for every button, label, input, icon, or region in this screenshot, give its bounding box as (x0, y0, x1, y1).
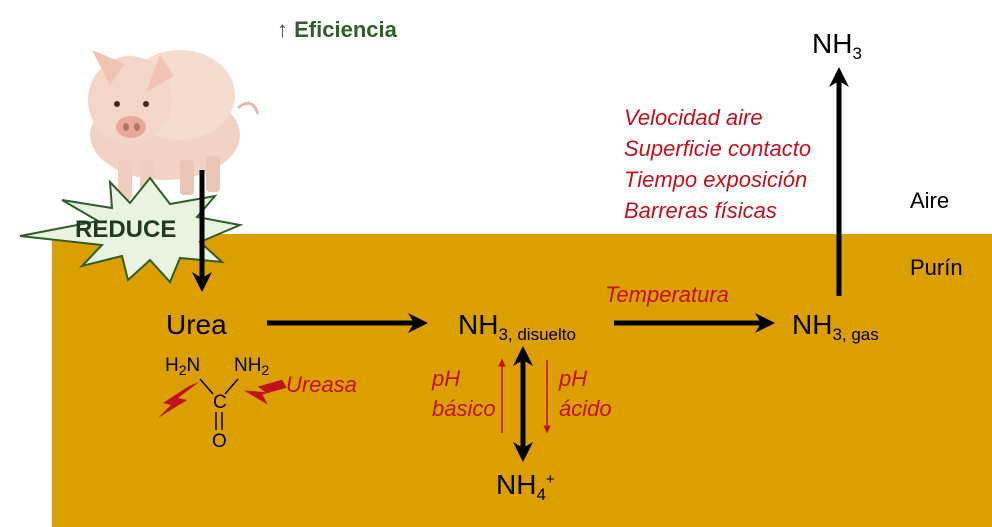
ph-basic-line1: pH (432, 366, 461, 391)
ph-basic-line2: básico (432, 396, 496, 421)
slurry-zone-label: Purín (910, 255, 963, 280)
factor-item: Velocidad aire (624, 105, 763, 130)
factor-item: Barreras físicas (624, 198, 777, 223)
urea-h2n: H2N (165, 355, 201, 378)
efficiency-label: ↑ Eficiencia (277, 19, 397, 41)
factor-item: Superficie contacto (624, 136, 812, 161)
urease-label: Ureasa (286, 372, 357, 397)
ph-acid-line2: ácido (559, 396, 612, 421)
bond-right (224, 378, 239, 395)
urea-nh2: NH2 (234, 355, 270, 378)
efficiency-text: Eficiencia (294, 17, 397, 42)
urea-carbon: C (213, 392, 227, 413)
urea-oxygen: O (212, 431, 227, 452)
temperature-label: Temperatura (605, 282, 729, 307)
ph-acid-line1: pH (559, 366, 588, 391)
lightning-icon (158, 382, 199, 418)
nh3-air-label: NH3 (812, 28, 862, 63)
lightning-icon (243, 379, 287, 405)
pig-illustration (88, 50, 260, 200)
nh4-label: NH4+ (496, 469, 555, 504)
bond-left (199, 378, 214, 395)
reduce-starburst (19, 176, 244, 284)
nh3-dissolved-label: NH3, disuelto (458, 309, 576, 344)
urea-label: Urea (166, 309, 227, 340)
reduce-badge-label: REDUCE (75, 216, 177, 243)
nh3-gas-label: NH3, gas (792, 309, 879, 344)
air-zone-label: Aire (910, 188, 950, 213)
factor-item: Tiempo exposición (624, 167, 808, 192)
up-arrow-icon: ↑ (277, 17, 288, 42)
